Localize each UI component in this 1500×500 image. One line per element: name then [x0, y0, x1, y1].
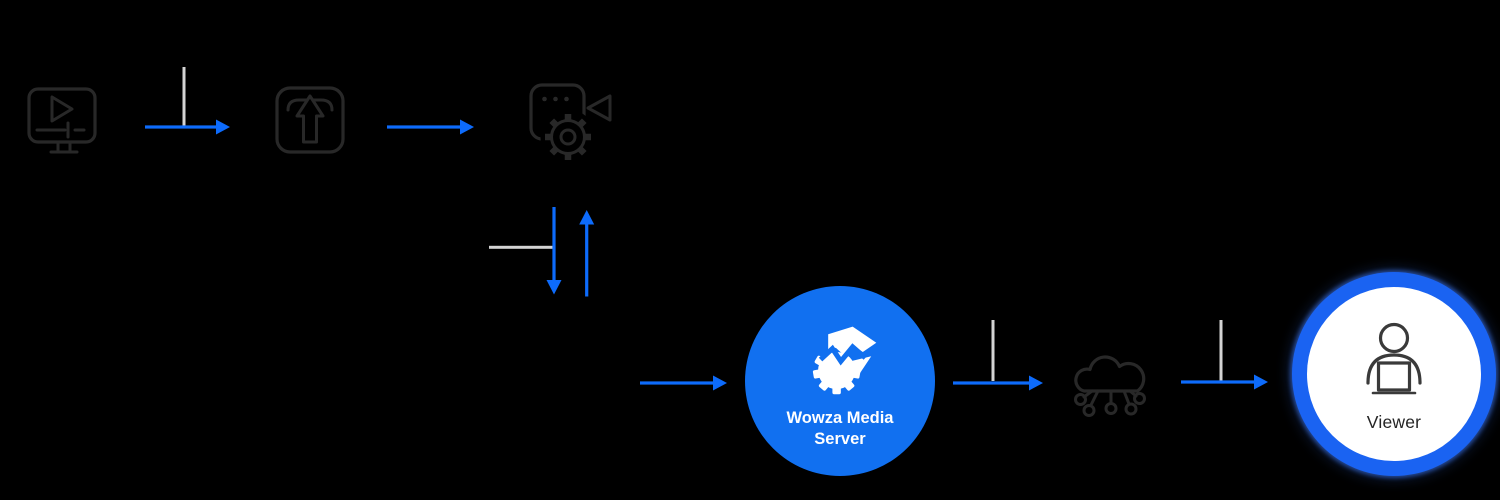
viewer-node-label: Viewer	[1366, 412, 1422, 432]
upload-frame	[275, 86, 345, 154]
label-leader-line-4	[1219, 320, 1223, 381]
viewer-node: Viewer	[1292, 272, 1496, 476]
label-leader-line-1	[182, 67, 186, 127]
label-leader-line-3	[991, 320, 995, 381]
upload-arrow-glyph	[295, 94, 325, 144]
camera-lens-triangle	[586, 94, 612, 122]
person-laptop-icon	[1366, 322, 1422, 395]
video-transcoder-gear-icon	[529, 83, 612, 165]
flow-arrow-cdn-to-viewer	[1181, 374, 1268, 390]
arrowhead-right-icon	[713, 375, 727, 391]
wowza-media-server-node: Wowza Media Server	[745, 286, 935, 476]
network-spokes	[1074, 389, 1146, 417]
monitor-stand	[49, 140, 79, 154]
flow-arrow-to-wowza	[640, 375, 727, 391]
play-triangle-icon	[50, 95, 74, 123]
viewer-node-inner-circle: Viewer	[1307, 287, 1481, 461]
arrowhead-right-icon	[216, 119, 230, 135]
flow-arrow-down	[546, 207, 562, 295]
laptop-screen	[1376, 361, 1412, 392]
person-shoulders	[1366, 353, 1422, 385]
upload-icon	[275, 86, 345, 154]
flow-arrow-wowza-to-cdn	[953, 375, 1043, 391]
wowza-logo	[812, 326, 877, 395]
wowza-node-label: Wowza Media Server	[786, 409, 894, 448]
arrowhead-up-icon	[579, 210, 595, 225]
cloud-network-icon	[1074, 355, 1146, 417]
flow-arrow-upload-to-transcoder	[387, 119, 474, 135]
menu-dots	[542, 96, 569, 102]
label-leader-line-2	[489, 245, 553, 249]
flow-arrow-source-to-upload	[145, 119, 230, 135]
video-monitor-icon	[27, 87, 97, 154]
arrowhead-right-icon	[460, 119, 474, 135]
gear-icon	[545, 114, 591, 160]
monitor-frame	[27, 87, 97, 144]
arrowhead-down-icon	[546, 280, 562, 295]
flow-arrow-up	[579, 210, 595, 297]
arrowhead-right-icon	[1254, 374, 1268, 390]
cloud-outline	[1074, 355, 1146, 393]
person-head	[1378, 322, 1410, 354]
arrowhead-right-icon	[1029, 375, 1043, 391]
